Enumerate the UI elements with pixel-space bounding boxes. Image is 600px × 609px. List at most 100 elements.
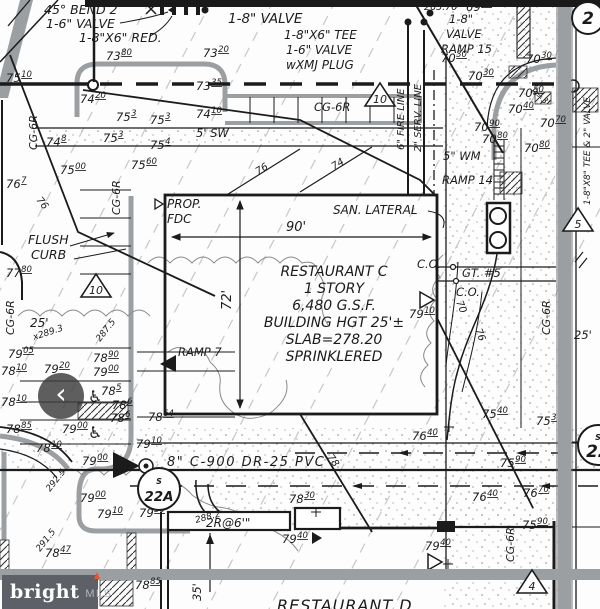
triangle-flag-number: 10 <box>89 284 103 297</box>
spot-elevation: 6910 <box>466 0 492 14</box>
plan-label: CG-6R <box>110 180 123 215</box>
carousel-prev-button[interactable]: ‹ <box>38 373 84 419</box>
plan-label: 1-8" VALVE <box>228 11 303 27</box>
plan-label: 1-8"X8" TEE & 2" VALVE <box>583 97 593 205</box>
logo-suffix-text: MLS <box>85 588 113 600</box>
spot-elevation: 7810 <box>1 363 27 378</box>
spot-elevation: 786 <box>110 410 131 425</box>
spot-elevation: 753 <box>103 130 124 145</box>
spot-elevation: 7030 <box>441 50 467 65</box>
spot-elevation: 748 <box>46 134 67 149</box>
top-edge-bar <box>85 0 600 7</box>
plan-label: 72' <box>220 290 235 310</box>
spot-elevation: 7560 <box>131 157 157 172</box>
spot-elevation: 7080 <box>482 131 508 146</box>
spot-elevation: 7830 <box>289 491 315 506</box>
spot-elevation: 7885 <box>135 577 161 592</box>
spot-elevation: 7320 <box>203 45 229 60</box>
triangle-flag-number: 5 <box>575 218 582 231</box>
plan-label: VALVE <box>446 27 482 41</box>
spot-elevation: 7410 <box>196 106 222 121</box>
building-label: SLAB=278.20 <box>286 332 383 348</box>
plan-label: 76 <box>472 327 487 343</box>
plan-label: 25' <box>30 316 49 330</box>
spot-elevation: 7920 <box>44 361 70 376</box>
plan-label: C.O. <box>417 257 441 271</box>
thrust-block-symbol <box>113 452 140 478</box>
spot-elevation: 7670 <box>523 485 549 500</box>
building-label: 6,480 G.S.F. <box>292 298 376 314</box>
plan-label: RAMP 7 <box>178 345 222 359</box>
spot-elevation: 7030 <box>526 51 552 66</box>
spot-elevation: 7500 <box>60 162 86 177</box>
spot-elevation: 7847 <box>45 545 72 560</box>
spot-elevation: 7080 <box>524 140 550 155</box>
spot-elevation: 7864 <box>148 409 174 424</box>
plan-label: 2" SERV. LINE <box>413 83 424 152</box>
spot-elevation: 7090 <box>474 119 500 134</box>
plan-label: CG-6R <box>504 527 517 562</box>
spot-elevation: 7810 <box>1 394 27 409</box>
plan-label: PROP. <box>167 197 201 211</box>
bright-mls-logo: bright MLS <box>2 572 111 609</box>
plan-label: ♿ <box>88 423 102 442</box>
spot-elevation: 7640 <box>472 489 498 504</box>
spot-elevation: 753 <box>536 413 557 428</box>
spot-elevation: 754 <box>150 137 171 152</box>
spot-elevation: 7905 <box>8 346 34 361</box>
building-label: RESTAURANT C <box>280 264 387 280</box>
plan-label: 74 <box>330 156 347 172</box>
plan-label: RESTAURANT D <box>277 596 413 609</box>
bottom-curb-bar <box>0 569 600 580</box>
spot-elevation: 785 <box>101 383 122 398</box>
triangle-flag-number: 10 <box>373 93 387 106</box>
plan-label: RAMP 15 <box>441 42 492 56</box>
spot-elevation: 7030 <box>468 68 494 83</box>
plan-label: 70 <box>453 299 468 315</box>
plan-label: 1-6" VALVE <box>46 16 115 31</box>
plan-label: CURB <box>31 247 66 262</box>
spot-elevation: 7780 <box>6 265 32 280</box>
right-curb-bar <box>558 0 571 609</box>
structure-bubble <box>137 467 181 511</box>
triangle-flag <box>363 81 397 107</box>
spot-elevation: 767 <box>6 176 27 191</box>
spot-elevation: 7050 <box>518 85 544 100</box>
spot-elevation: 7900 <box>82 453 108 468</box>
spot-elevation: 7900 <box>62 421 88 436</box>
plan-label: C.O. <box>456 285 480 299</box>
bubble-number: 2 <box>582 9 594 29</box>
triangle-flag <box>561 206 595 232</box>
plan-label: 76 <box>254 161 271 177</box>
plan-label: 1-8"X6" RED. <box>79 30 162 45</box>
building-label: 1 STORY <box>304 281 366 297</box>
spot-elevation: 7335 <box>196 78 222 93</box>
spot-elevation: 7900 <box>93 364 119 379</box>
spot-elevation: 753 <box>116 109 137 124</box>
plan-label: 90' <box>286 220 306 235</box>
building-label: SPRINKLERED <box>286 349 383 365</box>
plan-label: CG-6R <box>27 115 40 150</box>
logo-brand-text: bright <box>10 581 80 603</box>
spot-elevation: 7940 <box>425 538 451 553</box>
plan-label: CG-6R <box>540 300 553 335</box>
spot-elevation: 7810 <box>36 440 62 455</box>
spot-elevation: 7510 <box>6 70 32 85</box>
plan-label: wXMJ PLUG <box>286 58 354 72</box>
triangle-flag <box>79 272 113 298</box>
bubble-number: 22A <box>144 489 173 505</box>
spot-elevation: 7590 <box>500 455 526 470</box>
plan-label: FDC <box>167 212 192 226</box>
plan-label: 5" WM <box>443 149 481 163</box>
plan-label: 45° BEND 2 <box>44 2 118 17</box>
ramp-7-arrow <box>160 355 176 372</box>
curb-lines <box>0 0 557 540</box>
spot-elevation: 7380 <box>106 48 132 63</box>
plan-label: SAN. LATERAL <box>333 203 418 217</box>
building-label: BUILDING HGT 25'± <box>264 315 404 331</box>
plan-label: 1-6" VALVE <box>286 43 353 57</box>
plan-label: 1-8" <box>449 12 473 26</box>
